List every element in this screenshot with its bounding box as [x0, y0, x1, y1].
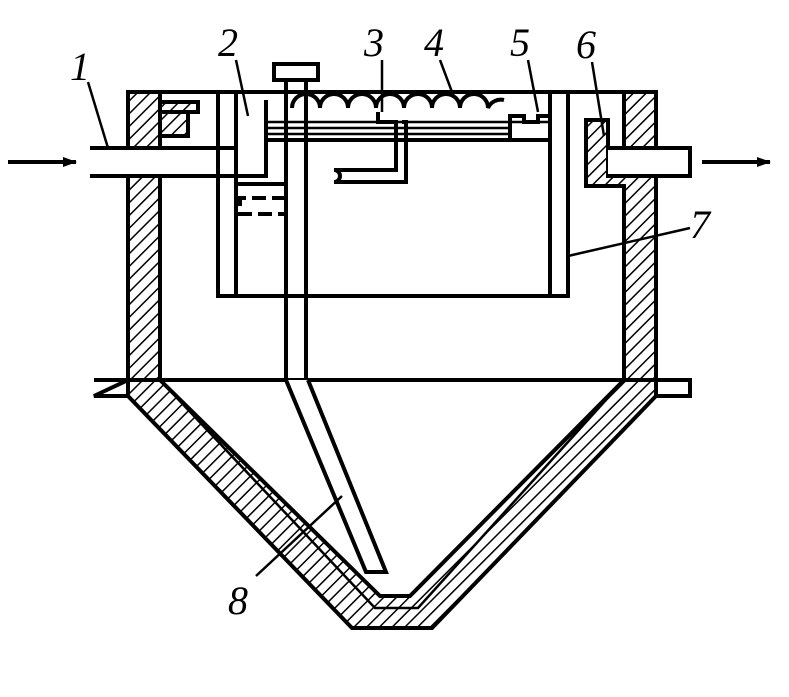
- leader-7: [567, 226, 691, 258]
- distributor-outlet: [238, 196, 286, 216]
- cell-body: [216, 92, 570, 298]
- trough-shape: [508, 114, 552, 142]
- sludge-pipe: [284, 379, 389, 574]
- central-shaft: [272, 62, 320, 380]
- cone-inner-line: [159, 379, 625, 610]
- scraper: [333, 112, 408, 184]
- foam-layer: [290, 92, 505, 109]
- leader-5: [526, 59, 540, 113]
- leader-lines: [86, 59, 691, 577]
- inlet: [8, 146, 238, 178]
- shaft-cap: [272, 62, 320, 82]
- distribution-channel: [236, 100, 286, 216]
- leader-6: [590, 61, 606, 137]
- callout-2: 2: [218, 20, 238, 65]
- callout-8: 8: [228, 578, 248, 623]
- callout-1: 1: [70, 44, 90, 89]
- outlet: [608, 146, 771, 178]
- inlet-bracket: [158, 100, 200, 138]
- outlet-pipe: [608, 146, 692, 178]
- scraper-hook: [333, 112, 408, 184]
- callout-5: 5: [510, 20, 530, 65]
- right-tank-wall: [584, 90, 658, 382]
- inlet-pipe: [90, 146, 238, 178]
- callout-3: 3: [363, 20, 384, 65]
- left-tank-wall: [126, 90, 162, 382]
- leader-1: [86, 81, 110, 149]
- sludge-pipe-body: [284, 379, 389, 574]
- foam-trough: [508, 114, 552, 142]
- leader-4: [438, 59, 454, 93]
- foam-bubbles: [290, 92, 505, 109]
- flange: [93, 376, 692, 398]
- cone-wall: [126, 378, 658, 630]
- callout-labels: 1 2 3 4 5 6 7 8: [70, 20, 712, 623]
- distributor-box: [236, 100, 286, 186]
- leader-2: [234, 59, 250, 117]
- leader-8: [255, 495, 343, 577]
- callout-6: 6: [576, 22, 596, 67]
- conical-bottom: [93, 376, 692, 630]
- callout-7: 7: [690, 202, 712, 247]
- callout-4: 4: [424, 20, 444, 65]
